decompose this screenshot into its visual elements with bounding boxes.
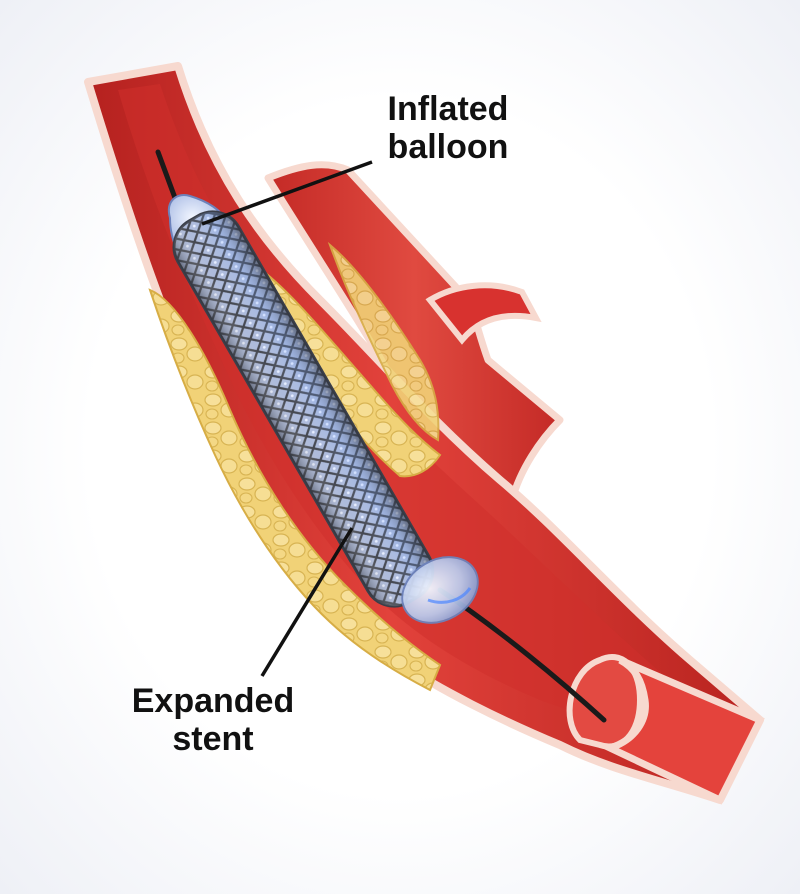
side-branch-junction xyxy=(425,282,542,345)
label-balloon-line1: Inflated xyxy=(387,90,509,128)
label-stent-line1: Expanded xyxy=(131,682,295,720)
leader-line-balloon xyxy=(201,160,373,226)
label-stent-line2: stent xyxy=(172,720,254,758)
expanded-stent xyxy=(172,210,435,608)
leader-line-stent xyxy=(260,527,354,677)
label-expanded-stent: Expanded stent xyxy=(108,682,318,758)
lower-vessel-segment xyxy=(600,656,765,805)
plaque-deposit-branch xyxy=(327,241,440,442)
plaque-deposit-lower xyxy=(148,288,442,692)
side-branch-vessel xyxy=(264,161,564,504)
vessel-lumen xyxy=(118,84,700,744)
label-inflated-balloon: Inflated balloon xyxy=(368,90,528,166)
balloon-tip-distal xyxy=(401,556,479,624)
balloon-highlight xyxy=(427,587,472,604)
label-balloon-line2: balloon xyxy=(387,128,509,166)
